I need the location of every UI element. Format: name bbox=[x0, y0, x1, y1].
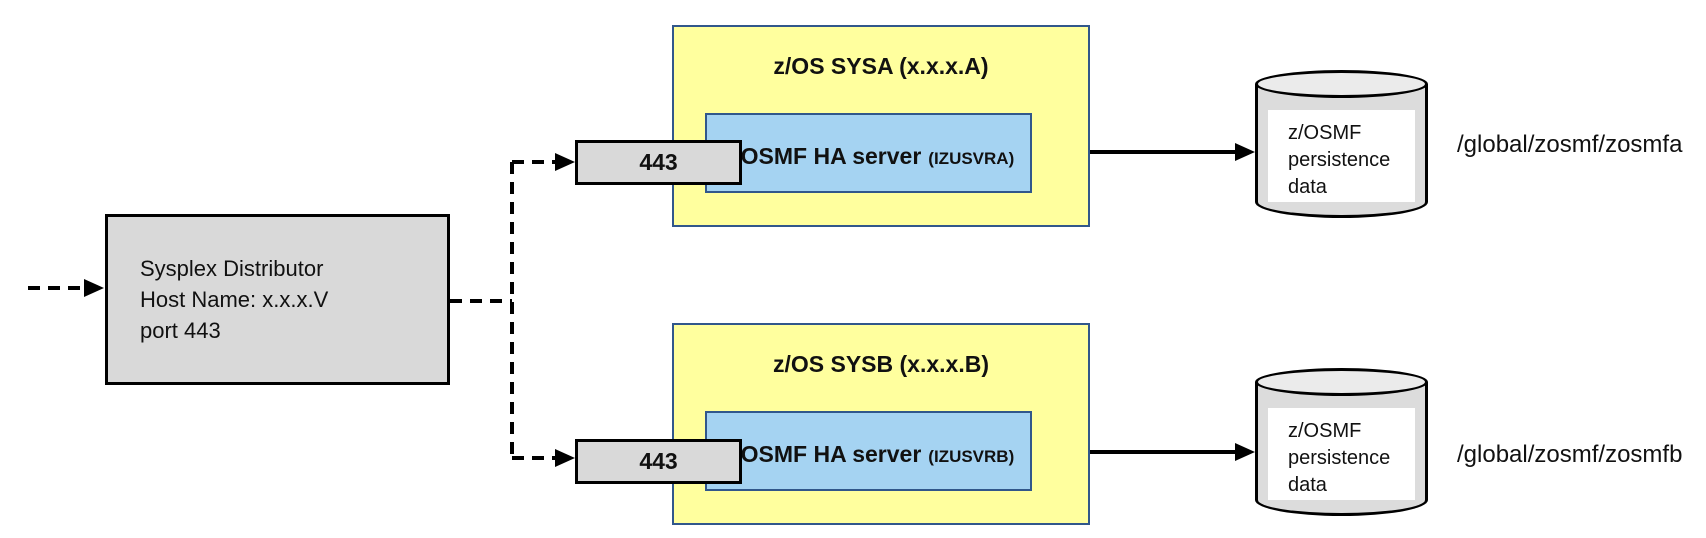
mount-path-label-b: /global/zosmf/zosmfb bbox=[1457, 441, 1683, 468]
server-label-a: z/OSMF HA server bbox=[722, 143, 922, 169]
cylinder-top-icon bbox=[1255, 368, 1428, 396]
storage-label-box-b: z/OSMF persistence data bbox=[1268, 408, 1415, 500]
distributor-name-label: Sysplex Distributor bbox=[140, 256, 324, 281]
zosmf-ha-server-box-b: z/OSMF HA server (IZUSVRB) bbox=[705, 411, 1032, 491]
distributor-hostname-label: Host Name: x.x.x.V bbox=[140, 287, 329, 312]
database-cylinder-b: z/OSMF persistence data bbox=[1255, 368, 1428, 516]
port-443-box-a: 443 bbox=[575, 140, 742, 185]
storage-label-b: z/OSMF persistence data bbox=[1288, 420, 1391, 496]
port-label-a: 443 bbox=[639, 149, 678, 175]
distributor-port-label: port 443 bbox=[140, 318, 221, 343]
sysplex-distributor-box: Sysplex Distributor Host Name: x.x.x.V p… bbox=[105, 214, 450, 385]
system-title-sysb: z/OS SYSB (x.x.x.B) bbox=[772, 351, 989, 377]
port-443-box-b: 443 bbox=[575, 439, 742, 484]
zosmf-ha-server-box-a: z/OSMF HA server (IZUSVRA) bbox=[705, 113, 1032, 193]
storage-label-box-a: z/OSMF persistence data bbox=[1268, 110, 1415, 202]
server-instance-label-a: (IZUSVRA) bbox=[928, 149, 1015, 168]
mount-path-label-a: /global/zosmf/zosmfa bbox=[1457, 131, 1683, 158]
database-cylinder-a: z/OSMF persistence data bbox=[1255, 70, 1428, 218]
server-instance-label-b: (IZUSVRB) bbox=[928, 447, 1015, 466]
server-label-b: z/OSMF HA server bbox=[722, 441, 922, 467]
port-label-b: 443 bbox=[639, 448, 678, 474]
storage-label-a: z/OSMF persistence data bbox=[1288, 122, 1391, 198]
system-title-sysa: z/OS SYSA (x.x.x.A) bbox=[773, 53, 989, 79]
cylinder-top-icon bbox=[1255, 70, 1428, 98]
